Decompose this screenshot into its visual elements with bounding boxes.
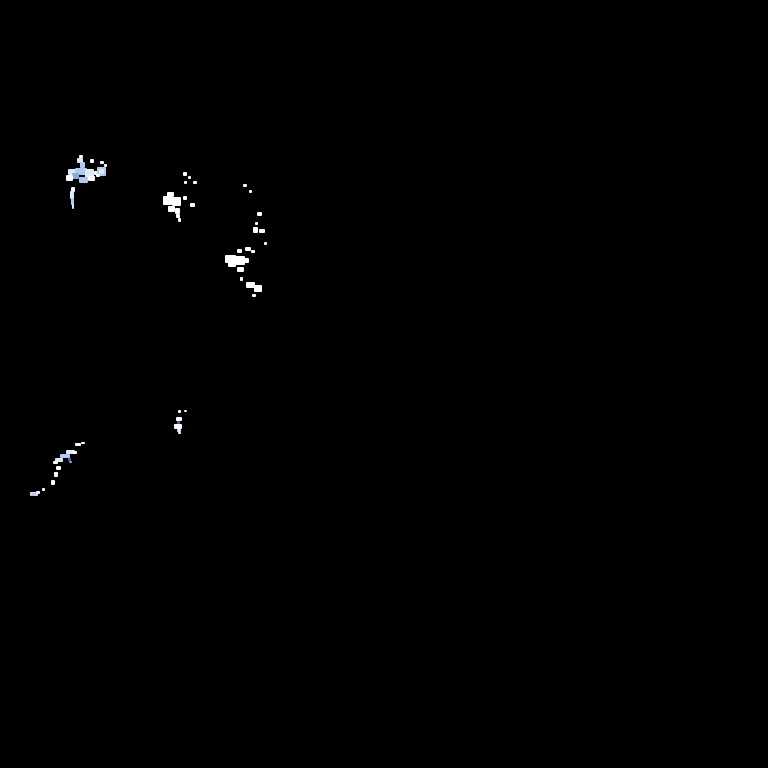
cloud-speck (249, 190, 252, 193)
cloud-speck (72, 204, 74, 209)
cloud-speck (81, 442, 85, 444)
cloud-speck (184, 410, 187, 412)
cloud-speck (96, 174, 100, 177)
cloud-speck (178, 410, 181, 413)
cloud-speck (245, 247, 251, 251)
cloud-speck (97, 167, 106, 176)
cloud-speck (167, 192, 174, 197)
cloud-speck (90, 159, 94, 163)
cloud-speck (69, 461, 72, 463)
cloud-speck (77, 158, 83, 163)
cloud-speck (237, 267, 244, 272)
cloud-speck (254, 285, 262, 292)
cloud-speck (68, 169, 78, 175)
cloud-speck (73, 451, 77, 454)
cloud-speck (240, 277, 243, 281)
cloud-speck (178, 218, 181, 222)
cloud-speck (243, 258, 249, 263)
cloud-speck (79, 155, 83, 158)
cloud-speck (255, 222, 258, 225)
cloud-speck (172, 197, 181, 206)
cloud-speck (99, 169, 104, 174)
cloud-speck (55, 458, 63, 462)
cloud-speck (177, 429, 181, 432)
cloud-speck (237, 249, 242, 253)
cloud-speck (193, 181, 197, 184)
cloud-speck (178, 432, 181, 434)
cloud-speck (264, 242, 267, 245)
cloud-speck (68, 458, 71, 461)
cloud-speck (60, 454, 70, 458)
cloud-speck (36, 491, 40, 494)
cloud-speck (243, 184, 247, 187)
cloud-speck (184, 181, 187, 184)
cloud-speck (85, 169, 94, 178)
cloud-speck (175, 208, 180, 214)
cloud-speck (71, 187, 75, 192)
cloud-speck (75, 443, 81, 446)
cloud-speck (168, 206, 175, 212)
cloud-speck (80, 162, 85, 168)
cloud-speck (174, 424, 182, 429)
cloud-speck (176, 417, 182, 421)
cloud-speck (66, 175, 73, 181)
cloud-speck (54, 472, 58, 477)
cloud-speck (228, 262, 236, 267)
cloud-speck (190, 203, 195, 207)
cloud-speck (259, 229, 265, 233)
cloud-speck (66, 450, 75, 454)
cloud-speck (71, 198, 74, 205)
cloud-speck (188, 176, 191, 179)
cloud-speck (42, 488, 45, 491)
cloud-speck (100, 161, 104, 164)
cloud-speck (253, 227, 258, 233)
cloud-speck (183, 172, 187, 176)
cloud-speck (31, 493, 36, 496)
cloud-speck (257, 212, 262, 216)
cloud-speck (53, 461, 58, 464)
cloud-speck (75, 168, 87, 175)
cloud-speck (30, 492, 38, 496)
cloud-speck (234, 256, 245, 265)
cloud-speck (70, 191, 74, 199)
cloud-speck (56, 466, 61, 470)
cloud-speck (177, 421, 180, 424)
cloud-speck (79, 177, 88, 183)
cloud-speck (246, 282, 255, 288)
cloud-speck (94, 171, 98, 175)
cloud-speck (88, 176, 95, 181)
cloud-speck (104, 164, 107, 167)
cloud-speck (225, 255, 236, 263)
cloud-speck (251, 250, 255, 253)
cloud-speck (72, 173, 79, 179)
cloud-speck (252, 294, 256, 297)
cloud-speck (183, 196, 187, 200)
cloud-speck (51, 480, 55, 485)
cloud-speck (163, 196, 173, 205)
cloud-speck (176, 214, 180, 218)
